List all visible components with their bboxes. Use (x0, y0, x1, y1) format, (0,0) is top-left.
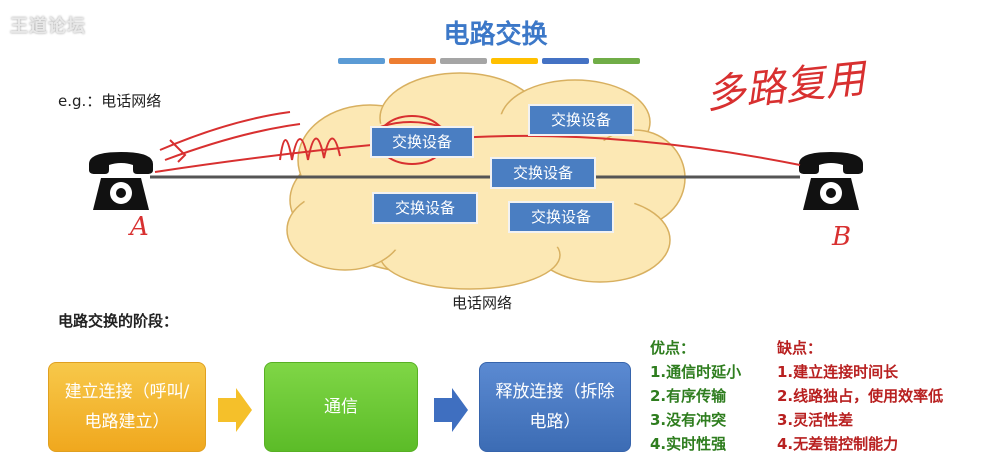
stripe (491, 58, 538, 64)
stripe (338, 58, 385, 64)
pros-item: 3.没有冲突 (650, 411, 727, 429)
telephone-icon (89, 152, 153, 210)
switch-device: 交换设备 (528, 104, 634, 136)
switch-device: 交换设备 (508, 201, 614, 233)
telephone-icon (799, 152, 863, 210)
switch-device: 交换设备 (370, 126, 474, 158)
pros-item: 1.通信时延小 (650, 363, 742, 381)
cons-item: 2.线路独占，使用效率低 (777, 387, 944, 405)
stripe (542, 58, 589, 64)
arrow-icon (218, 388, 252, 432)
pros-item: 4.实时性强 (650, 435, 727, 453)
watermark: 王道论坛 (10, 16, 86, 37)
cons-item: 4.无差错控制能力 (777, 435, 899, 453)
stripe (389, 58, 436, 64)
stages-heading: 电路交换的阶段： (58, 312, 179, 330)
page-title: 电路交换 (443, 20, 548, 50)
switch-device: 交换设备 (372, 192, 478, 224)
endpoint-b-label: B (832, 222, 852, 252)
stage-release-connection: 释放连接（拆除电路） (479, 362, 631, 452)
stage-communication: 通信 (264, 362, 418, 452)
pros-heading: 优点： (650, 339, 696, 357)
switch-device: 交换设备 (490, 157, 596, 189)
arrow-icon (434, 388, 468, 432)
pros-item: 2.有序传输 (650, 387, 727, 405)
stage-establish-connection: 建立连接（呼叫/电路建立） (48, 362, 206, 452)
cons-item: 1.建立连接时间长 (777, 363, 899, 381)
stripe (593, 58, 640, 64)
example-label: e.g.：电话网络 (58, 92, 162, 110)
cloud-label: 电话网络 (452, 294, 513, 312)
endpoint-a-label: A (130, 212, 149, 242)
cons-heading: 缺点： (777, 339, 823, 357)
cons-item: 3.灵活性差 (777, 411, 854, 429)
stripe (440, 58, 487, 64)
